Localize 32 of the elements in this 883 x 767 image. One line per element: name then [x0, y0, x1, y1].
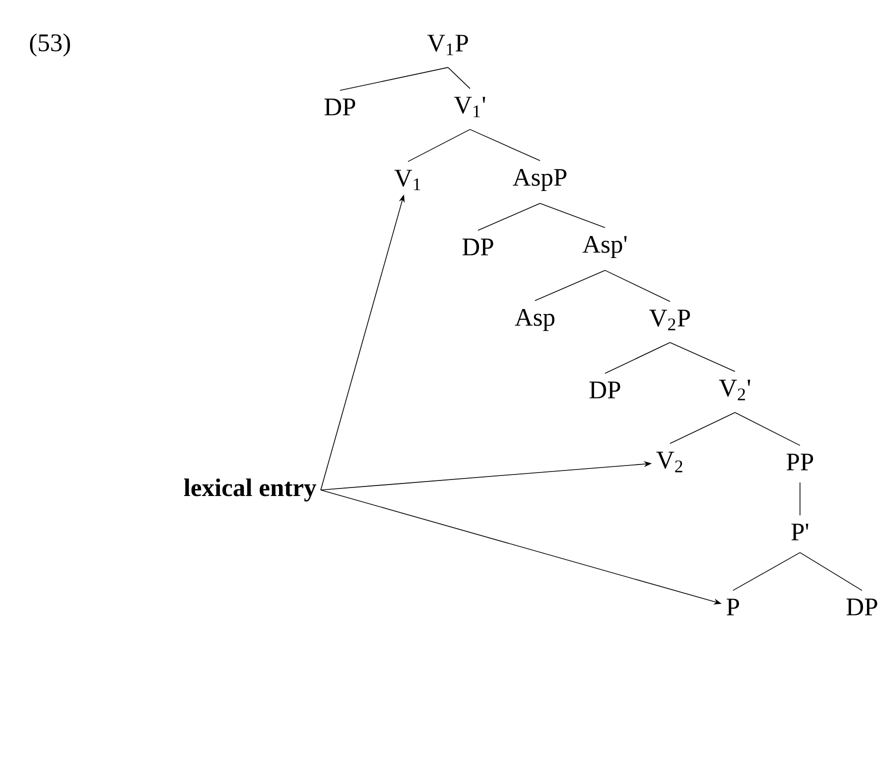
- tree-label: P': [791, 524, 808, 540]
- branch-line: [670, 412, 736, 444]
- branch-line: [800, 552, 862, 591]
- tree-label: DP: [462, 238, 494, 256]
- tree-label: AspP: [512, 168, 566, 192]
- annotation-text: lexical entry: [184, 478, 316, 502]
- tree-label: P: [726, 598, 740, 616]
- branch-line: [732, 552, 800, 591]
- branch-line: [604, 342, 670, 374]
- tree-label: PP: [786, 454, 814, 470]
- tree-label: Asp: [514, 308, 554, 332]
- branch-line: [478, 202, 540, 231]
- tree-label: Asp': [582, 236, 627, 258]
- tree-label: V$_{2}$': [719, 380, 750, 400]
- branch-line: [340, 67, 448, 91]
- tree-label: V$_{1}$': [454, 96, 486, 118]
- branch-line: [540, 202, 606, 228]
- branch-line: [448, 67, 470, 89]
- example-number: (53): [30, 34, 70, 56]
- branch-line: [408, 129, 470, 162]
- branch-line: [470, 129, 540, 162]
- tree-label: V$_{2}$P: [649, 310, 690, 330]
- branch-line: [534, 270, 606, 302]
- tree-label: V$_{1}$P: [427, 34, 468, 56]
- tree-label: V$_{2}$: [656, 452, 682, 472]
- tree-label: DP: [846, 598, 878, 616]
- branch-line: [734, 412, 800, 446]
- tree-label: DP: [590, 382, 620, 398]
- tree-label: DP: [324, 98, 356, 116]
- branch-line: [670, 342, 736, 372]
- branch-line: [604, 270, 670, 302]
- tree-label: V$_{1}$: [394, 170, 420, 190]
